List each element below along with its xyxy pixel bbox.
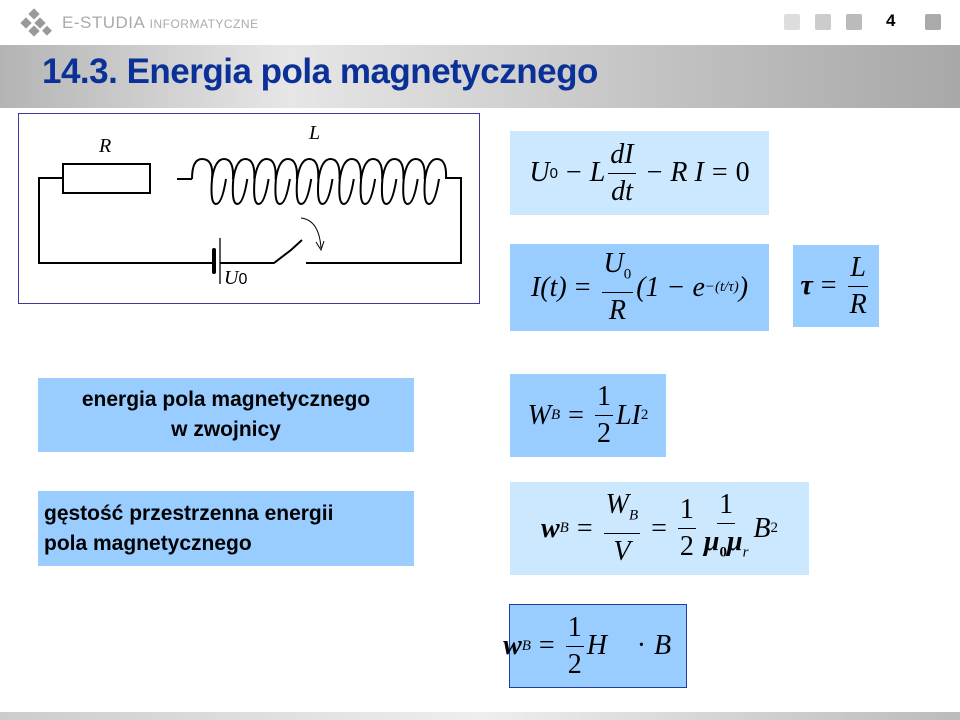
- label-energy: energia pola magnetycznego w zwojnicy: [38, 378, 414, 452]
- nav-square-3[interactable]: [846, 14, 862, 30]
- logo-icon: [20, 8, 54, 38]
- label-density: gęstość przestrzenna energii pola magnet…: [38, 491, 414, 566]
- label-density-line1: gęstość przestrzenna energii: [44, 501, 334, 525]
- label-density-line2: pola magnetycznego: [44, 531, 252, 555]
- nav-square-2[interactable]: [815, 14, 831, 30]
- label-energy-line2: w zwojnicy: [171, 418, 281, 441]
- nav-square-4[interactable]: [925, 14, 941, 30]
- logo-main: E-STUDIA: [62, 13, 145, 32]
- nav-square-1[interactable]: [784, 14, 800, 30]
- resistor-label: R: [98, 135, 111, 157]
- source-label: U0: [224, 267, 247, 289]
- circuit-drawing: R L U0: [38, 122, 462, 289]
- page-title: 14.3. Energia pola magnetycznego: [42, 52, 598, 91]
- logo-text: E-STUDIA INFORMATYCZNE: [62, 13, 259, 33]
- inductor-label: L: [308, 122, 320, 144]
- logo-sub: INFORMATYCZNE: [149, 17, 259, 31]
- title-bar: [0, 45, 960, 108]
- footer-bar: [0, 712, 960, 720]
- inductor-coil: [210, 157, 448, 206]
- rl-circuit-diagram: R L U0: [18, 113, 480, 304]
- page-number: 4: [886, 11, 896, 30]
- label-energy-line1: energia pola magnetycznego: [81, 388, 371, 411]
